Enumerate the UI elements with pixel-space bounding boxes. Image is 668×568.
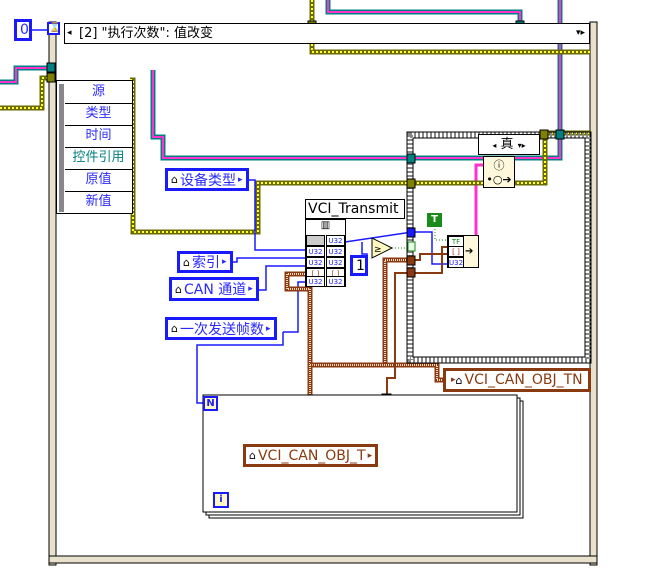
true-constant[interactable]: T <box>427 213 442 227</box>
event-item-source[interactable]: 源 <box>65 81 132 104</box>
numeric-constant-one[interactable]: 1 <box>350 255 368 276</box>
selector-dropdown-icon[interactable]: ▾▸ <box>575 28 585 38</box>
can-channel-label: CAN 通道 <box>183 282 247 298</box>
event-item-ctlref[interactable]: 控件引用 <box>65 147 132 170</box>
numeric-constant-zero[interactable]: 0 <box>14 19 32 41</box>
obj-t-label: VCI_CAN_OBJ_T <box>257 447 366 464</box>
terminal: U32 <box>326 235 345 246</box>
bundle-terminal: [ ] <box>448 246 464 257</box>
index-constant[interactable]: ⌂索引▸ <box>177 251 233 273</box>
greater-or-equal-comparator <box>371 237 394 259</box>
case-selector[interactable]: ◂ 真 ▾▸ <box>478 134 540 155</box>
event-item-oldval[interactable]: 原值 <box>65 169 132 192</box>
case-selector-value: 真 <box>500 137 514 152</box>
device-type-constant[interactable]: ⌂设备类型▸ <box>165 168 249 191</box>
device-type-label: 设备类型 <box>179 172 236 189</box>
terminal: U32 <box>326 246 345 257</box>
terminal: U32 <box>306 257 325 268</box>
bundle-terminal: U32 <box>448 257 464 268</box>
timeout-hourglass-icon: ⌛ <box>47 22 61 35</box>
event-item-time[interactable]: 时间 <box>65 125 132 148</box>
vci-transmit-label: VCI_Transmit <box>305 199 405 219</box>
index-label: 索引 <box>191 255 220 271</box>
terminal: U32 <box>306 276 325 287</box>
can-channel-constant[interactable]: ⌂CAN 通道▸ <box>169 277 259 301</box>
event-selector-label: [2] "执行次数": 值改变 <box>79 26 214 41</box>
event-data-node: 源 类型 时间 控件引用 原值 新值 <box>56 80 133 214</box>
frames-per-send-constant[interactable]: ⌂一次发送帧数▸ <box>165 317 277 340</box>
terminal: U32 <box>306 246 325 257</box>
terminal: U32 <box>326 276 345 287</box>
vci-can-obj-tn-indicator[interactable]: ▸⌂VCI_CAN_OBJ_TN <box>443 368 591 392</box>
frames-per-send-label: 一次发送帧数 <box>179 321 264 338</box>
loop-iteration-terminal: i <box>213 492 229 508</box>
vci-can-obj-t-constant[interactable]: ⌂VCI_CAN_OBJ_T▸ <box>243 444 379 467</box>
dll-icon: ▥ <box>320 220 331 231</box>
event-structure-bottom-border <box>48 555 598 564</box>
indicator-label: VCI_CAN_OBJ_TN <box>464 372 583 388</box>
event-item-newval[interactable]: 新值 <box>85 194 112 209</box>
bundle-node[interactable]: TF [ ] U32 ➔ <box>447 235 479 268</box>
event-structure-left-border <box>48 21 57 566</box>
event-selector[interactable]: ◂ [2] "执行次数": 值改变 ▾▸ <box>64 23 590 44</box>
selector-left-arrow-icon[interactable]: ◂ <box>67 28 72 38</box>
event-item-type[interactable]: 类型 <box>65 103 132 126</box>
get-status-icon[interactable]: ⓘ•○➔ <box>483 156 515 188</box>
svg-text:≥: ≥ <box>374 245 382 255</box>
loop-count-terminal[interactable]: N <box>203 396 218 411</box>
bundle-arrow-icon: ➔ <box>465 246 474 257</box>
terminal: U32 <box>326 257 345 268</box>
